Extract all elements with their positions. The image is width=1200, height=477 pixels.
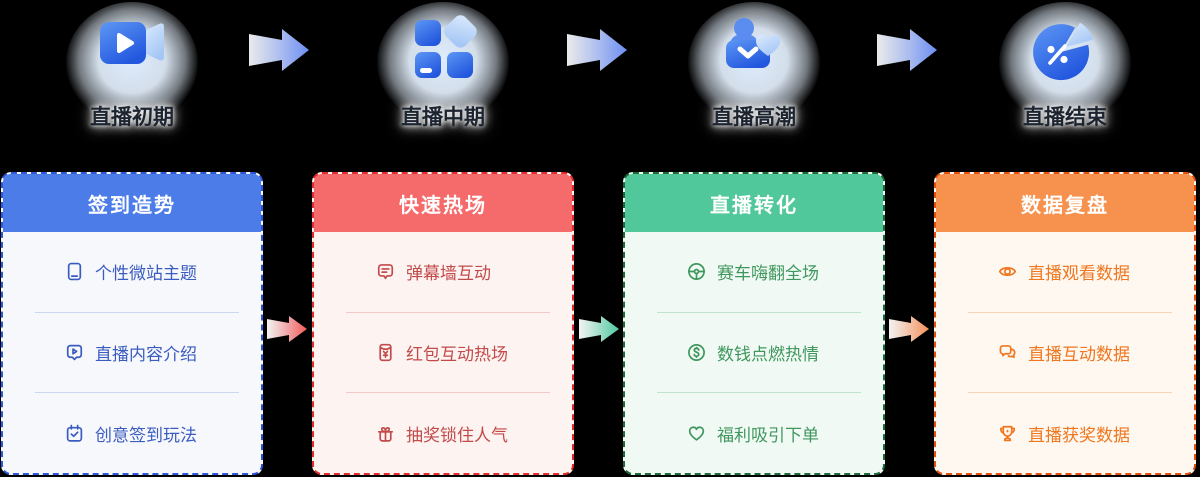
card-title: 快速热场 [314,174,572,232]
stage-live-middle: 直播中期 [312,0,574,150]
stage-arrow-icon [249,29,309,71]
stage-arrow-icon [877,29,937,71]
list-item: 抽奖锁住人气 [314,393,572,473]
list-item: 数钱点燃热情 [625,313,883,393]
danmaku-bubble-icon [377,264,394,280]
stage-label: 直播中期 [401,106,485,129]
item-label: 直播观看数据 [1028,264,1130,284]
stage-glow [377,2,509,124]
stage-live-climax: 直播高潮 [623,0,885,150]
divider [346,311,550,313]
card-data-review: 数据复盘 直播观看数据 直播互动数据 [934,172,1196,475]
card-body: 弹幕墙互动 红包互动热场 [314,232,572,473]
list-item: 个性微站主题 [3,232,261,312]
video-camera-icon [100,22,164,64]
heart-icon [688,426,705,441]
divider [657,311,861,313]
list-item: 红包互动热场 [314,313,572,393]
app-grid-icon [415,15,477,78]
pie-chart-icon [1033,22,1093,81]
stage-label: 直播高潮 [712,106,796,129]
stage-label: 直播初期 [90,106,174,129]
item-label: 创意签到玩法 [95,425,197,445]
list-item: 直播互动数据 [936,313,1194,393]
trophy-icon [999,425,1016,441]
card-body: 直播观看数据 直播互动数据 [936,232,1194,473]
card-arrow-icon [889,316,929,342]
stage-arrow-icon [567,29,627,71]
gift-icon [377,426,394,442]
list-item: 直播获奖数据 [936,393,1194,473]
list-item: 福利吸引下单 [625,393,883,473]
card-signin-momentum: 签到造势 个性微站主题 直播内容介绍 [1,172,263,475]
list-item: 弹幕墙互动 [314,232,572,312]
card-arrow-icon [579,316,619,342]
stage-label: 直播结束 [1023,106,1107,129]
divider [35,392,239,394]
eye-icon [998,267,1017,277]
divider [968,311,1172,313]
card-title: 签到造势 [3,174,261,232]
item-label: 直播互动数据 [1028,345,1130,364]
cards-row: 签到造势 个性微站主题 直播内容介绍 [1,172,1196,475]
chat-bubbles-icon [999,345,1016,359]
card-quick-warmup: 快速热场 弹幕墙互动 红包互动热场 [312,172,574,475]
stage-live-start: 直播初期 [1,0,263,150]
card-body: 赛车嗨翻全场 数钱点燃热情 福利吸引下单 [625,232,883,473]
item-label: 抽奖锁住人气 [406,425,508,445]
card-title: 直播转化 [625,174,883,232]
heart-inbox-icon [726,18,780,68]
stage-live-end: 直播结束 [934,0,1196,150]
item-label: 福利吸引下单 [717,425,819,445]
card-live-conversion: 直播转化 赛车嗨翻全场 数钱点燃热情 [623,172,885,475]
item-label: 直播获奖数据 [1028,425,1130,445]
timeline: 直播初期 直播中期 直播高潮 [1,0,1196,150]
divider [657,392,861,394]
card-body: 个性微站主题 直播内容介绍 创意签 [3,232,261,473]
phone-icon [67,263,82,281]
divider [35,311,239,313]
card-title: 数据复盘 [936,174,1194,232]
list-item: 直播观看数据 [936,232,1194,312]
item-label: 直播内容介绍 [95,345,197,364]
coin-icon [688,344,705,361]
divider [968,392,1172,394]
list-item: 创意签到玩法 [3,393,261,473]
list-item: 赛车嗨翻全场 [625,232,883,312]
item-label: 赛车嗨翻全场 [717,264,819,284]
video-bubble-icon [66,344,83,361]
steering-wheel-icon [688,263,705,281]
item-label: 红包互动热场 [406,345,508,364]
divider [346,392,550,394]
red-envelope-icon [379,343,392,362]
calendar-check-icon [66,424,83,442]
item-label: 数钱点燃热情 [717,345,819,364]
item-label: 弹幕墙互动 [406,264,491,284]
card-arrow-icon [267,316,307,342]
list-item: 直播内容介绍 [3,313,261,393]
item-label: 个性微站主题 [95,264,197,284]
